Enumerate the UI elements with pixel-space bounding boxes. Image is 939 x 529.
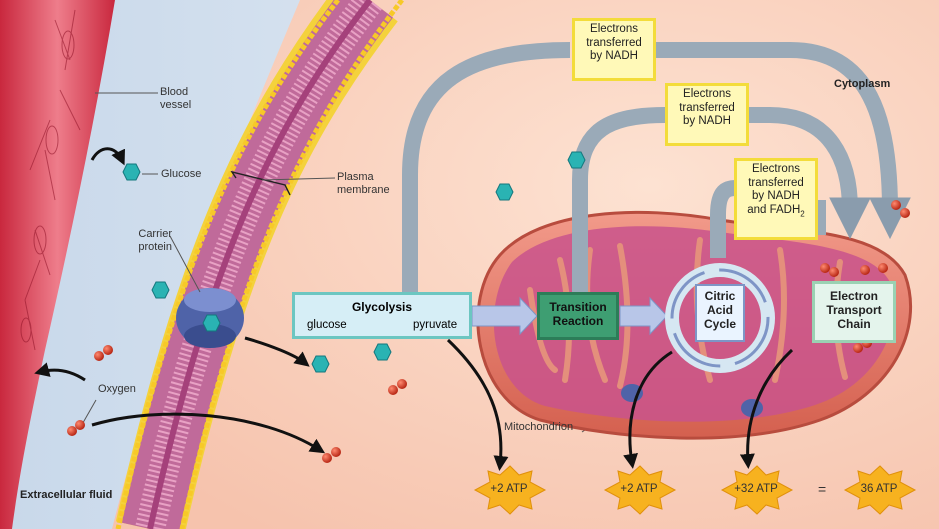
glucose-label: Glucose xyxy=(161,168,202,180)
glycolysis-title: Glycolysis xyxy=(351,300,413,314)
nadh-box-2: Electrons transferred by NADH xyxy=(665,83,749,146)
transition-reaction-box: Transition Reaction xyxy=(537,292,619,340)
nadh-fadh2-text: Electrons transferred by NADH and FADH xyxy=(747,163,804,216)
citric-acid-cycle-box: Citric Acid Cycle xyxy=(695,284,745,342)
equals-sign: = xyxy=(818,481,827,497)
glycolysis-box: Glycolysis glucose pyruvate xyxy=(292,292,472,339)
carrier-protein-label: Carrier protein xyxy=(138,228,172,253)
oxygen-label: Oxygen xyxy=(98,383,136,395)
glycolysis-from: glucose xyxy=(307,319,347,331)
atp-total: 36 ATP xyxy=(860,483,898,495)
atp-glycolysis: +2 ATP xyxy=(490,483,528,495)
glycolysis-to: pyruvate xyxy=(413,319,458,331)
fadh2-subscript: 2 xyxy=(800,208,805,218)
atp-citric: +2 ATP xyxy=(620,483,658,495)
nadh-box-1: Electrons transferred by NADH xyxy=(572,18,656,81)
nadh-fadh2-box: Electrons transferred by NADH and FADH2 xyxy=(734,158,818,240)
electron-transport-chain-box: Electron Transport Chain xyxy=(812,281,896,343)
cytoplasm-label: Cytoplasm xyxy=(834,78,891,90)
atp-etc: +32 ATP xyxy=(734,483,778,495)
plasma-membrane-label: Plasma membrane xyxy=(337,171,390,196)
extracellular-fluid-label: Extracellular fluid xyxy=(20,489,113,501)
mitochondrion-label: Mitochondrion xyxy=(504,421,574,433)
blood-vessel-label: Blood vessel xyxy=(160,86,192,111)
